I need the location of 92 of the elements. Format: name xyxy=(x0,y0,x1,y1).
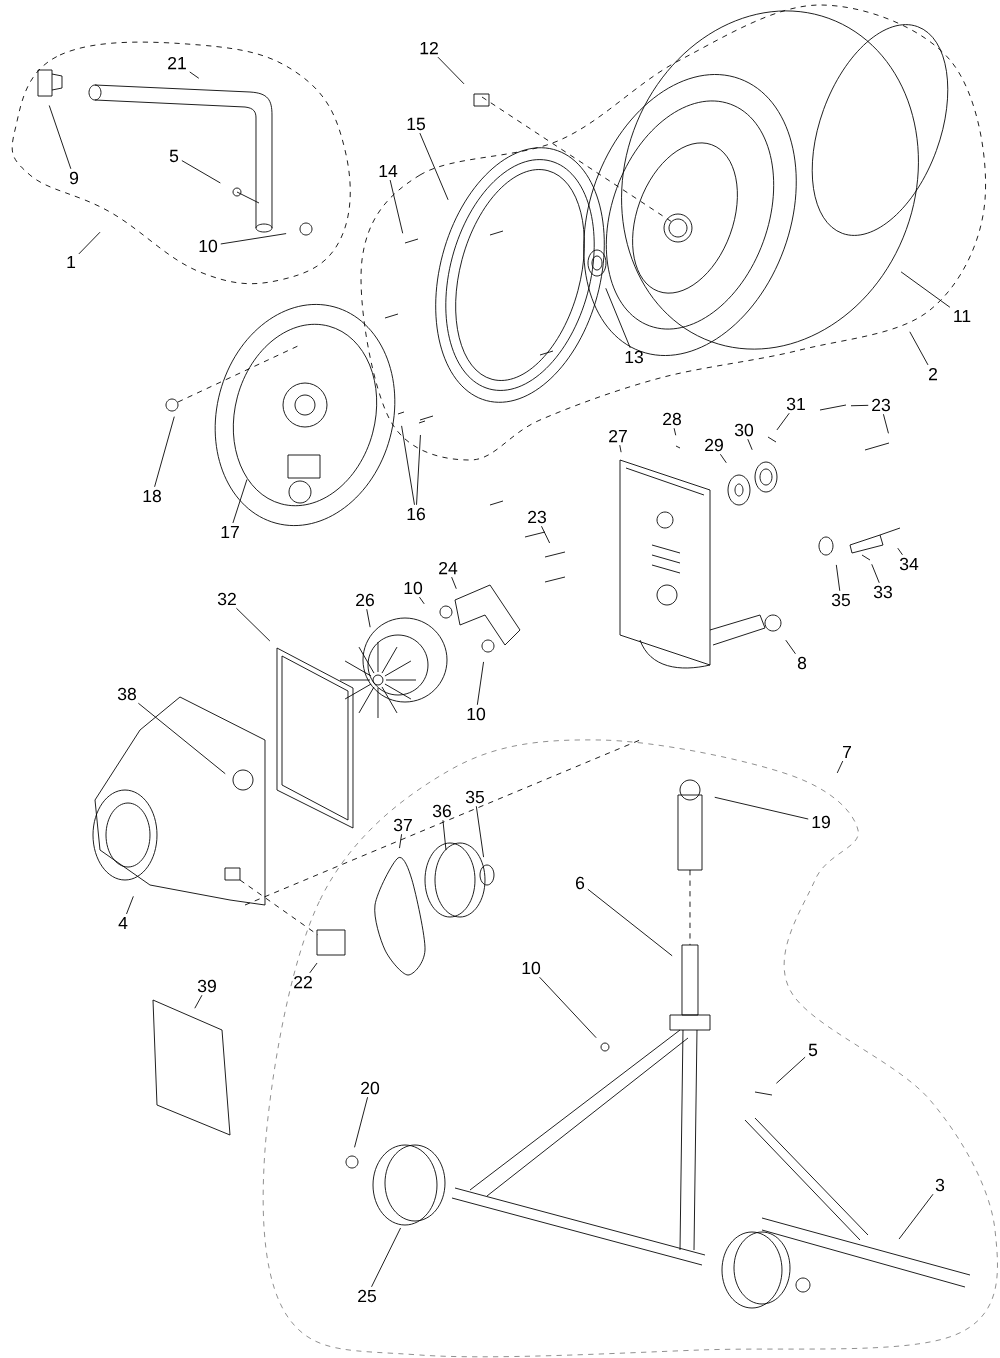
callout-number: 3 xyxy=(935,1178,945,1192)
leader-line xyxy=(836,760,844,774)
leader-line xyxy=(785,639,796,655)
leader-line xyxy=(235,607,271,642)
leader-line xyxy=(442,819,447,851)
leader-line xyxy=(775,1056,806,1084)
callout-number: 15 xyxy=(407,117,426,131)
callout-number: 32 xyxy=(217,592,236,606)
leader-line xyxy=(78,231,101,255)
leader-line xyxy=(909,331,929,366)
callout-number: 13 xyxy=(625,350,643,364)
leader-line xyxy=(900,271,951,308)
leader-line xyxy=(189,71,200,79)
callout-number: 27 xyxy=(609,429,627,443)
callout-number: 25 xyxy=(358,1289,377,1303)
callout-number: 37 xyxy=(393,818,412,832)
callout-number: 26 xyxy=(356,593,374,607)
callout-number: 2 xyxy=(929,367,937,381)
leader-line xyxy=(419,132,449,201)
callout-number: 6 xyxy=(576,876,585,890)
leader-line xyxy=(475,805,484,858)
leader-line xyxy=(220,233,287,245)
leader-line xyxy=(605,287,631,349)
callout-number: 16 xyxy=(407,507,425,521)
leader-line xyxy=(476,661,484,706)
leader-line xyxy=(389,179,404,234)
leader-line xyxy=(587,888,673,957)
callout-number: 12 xyxy=(420,41,438,55)
callout-number: 1 xyxy=(67,255,76,269)
leader-line xyxy=(719,453,727,464)
callout-number: 10 xyxy=(199,239,218,253)
callout-number: 5 xyxy=(808,1043,818,1057)
leader-line xyxy=(451,576,457,590)
callout-number: 10 xyxy=(467,707,486,721)
leader-line xyxy=(835,564,841,592)
leader-line xyxy=(882,413,889,434)
leader-line xyxy=(673,427,677,436)
leader-line xyxy=(366,608,371,628)
callout-number: 23 xyxy=(528,510,546,524)
callout-number: 35 xyxy=(465,790,485,804)
leader-line xyxy=(747,438,753,451)
callout-number: 7 xyxy=(843,745,851,759)
leader-line xyxy=(871,563,880,584)
leader-line xyxy=(619,444,622,453)
callout-number: 23 xyxy=(872,398,890,412)
callout-number: 36 xyxy=(432,804,451,818)
callout-number: 24 xyxy=(439,561,458,575)
leader-line xyxy=(714,796,809,820)
callout-number: 8 xyxy=(797,656,807,670)
callout-number: 39 xyxy=(197,979,216,993)
callout-number: 22 xyxy=(294,975,312,989)
callout-number: 18 xyxy=(143,489,161,503)
leader-line xyxy=(416,434,421,506)
callout-number: 28 xyxy=(663,412,681,426)
leader-line xyxy=(194,994,203,1009)
leader-line xyxy=(399,833,403,849)
leader-line xyxy=(401,425,415,506)
leader-line xyxy=(309,962,318,974)
callout-number: 38 xyxy=(117,687,136,701)
callout-number: 21 xyxy=(168,56,186,70)
callout-number: 34 xyxy=(899,557,919,571)
callout-number: 17 xyxy=(221,525,239,539)
leader-line xyxy=(137,702,226,775)
leader-line xyxy=(371,1227,401,1288)
callout-number: 9 xyxy=(69,171,79,185)
callout-number: 31 xyxy=(786,397,805,411)
leader-line xyxy=(181,160,221,184)
callout-number: 35 xyxy=(831,593,851,607)
leader-line xyxy=(850,404,869,407)
leader-line xyxy=(898,1193,934,1240)
callout-number: 10 xyxy=(522,961,541,975)
leader-line xyxy=(154,416,175,488)
callout-number: 29 xyxy=(705,438,723,452)
leader-line xyxy=(419,596,425,605)
leader-line xyxy=(541,525,551,544)
callout-number: 14 xyxy=(379,164,398,178)
callout-number: 19 xyxy=(812,815,830,829)
leader-line xyxy=(232,479,248,524)
callout-number: 10 xyxy=(404,581,423,595)
leader-line xyxy=(437,56,465,85)
leader-line xyxy=(354,1096,369,1148)
callout-number: 20 xyxy=(361,1081,380,1095)
callout-number: 30 xyxy=(734,423,754,437)
leader-line xyxy=(897,547,903,556)
callout-number: 33 xyxy=(873,585,892,599)
leader-line xyxy=(539,976,597,1039)
leader-line xyxy=(776,412,790,431)
leader-line xyxy=(48,105,72,170)
leader-line xyxy=(126,895,134,915)
callout-number: 5 xyxy=(169,149,179,163)
callout-number: 11 xyxy=(954,309,971,323)
callout-number: 4 xyxy=(118,916,128,930)
